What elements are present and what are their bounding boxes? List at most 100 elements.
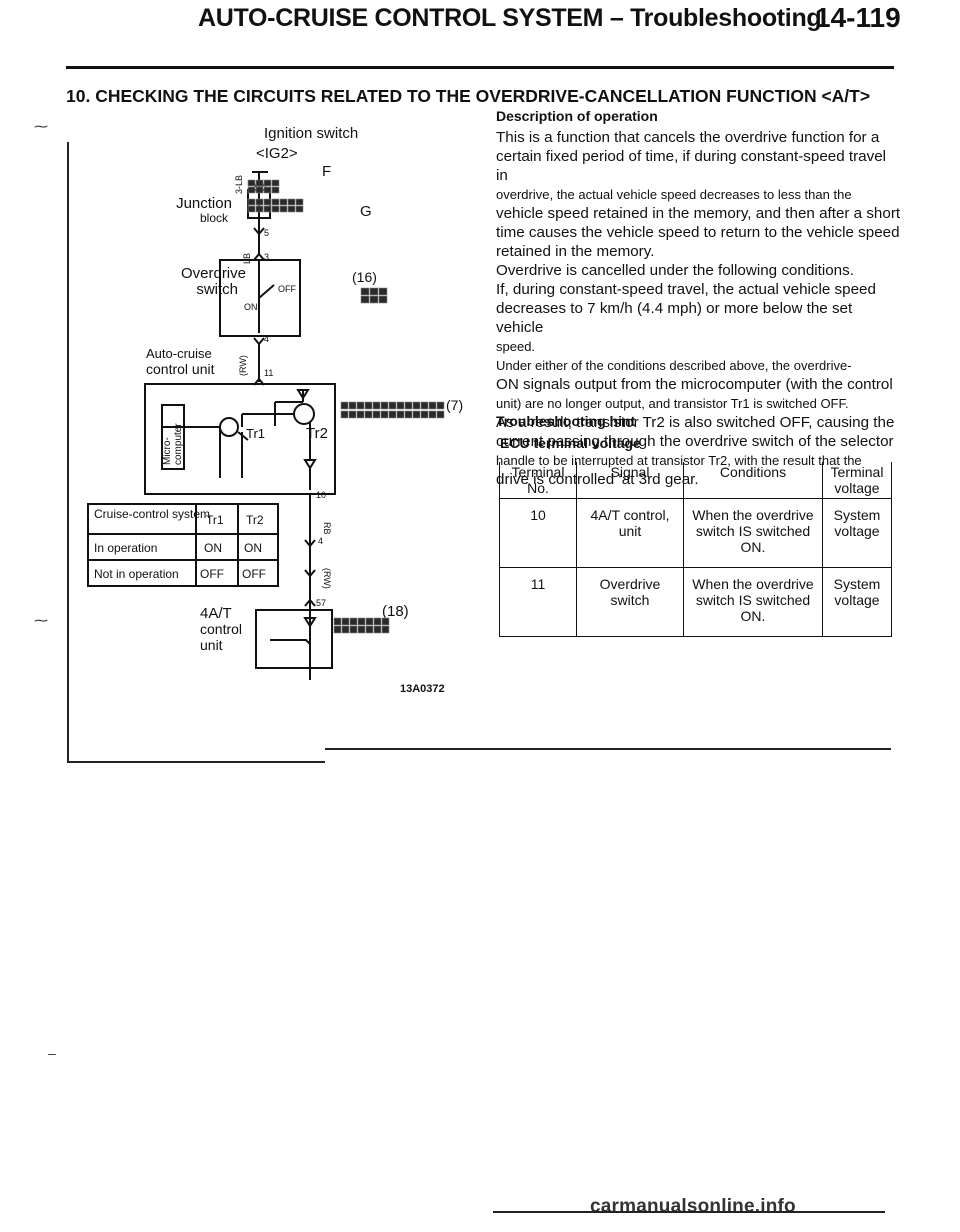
connector-letter-label: G [360,203,372,220]
ft-cell: OFF [200,567,224,581]
connector-18-icon [333,617,390,634]
connector-pin [356,410,365,419]
connector-pin [396,401,405,410]
connector-f-icon [247,179,280,194]
function-table: Cruise-control system Tr1 Tr2 In operati… [87,503,279,587]
connector-pin [247,186,256,194]
table-row: 10 4A/T control, unit When the overdrive… [499,498,892,568]
connector-pin [340,401,349,410]
wire-color-label: LB [242,253,252,264]
scan-mark: – [48,1045,56,1061]
ig2-label: <IG2> [256,145,298,162]
footer-watermark-url[interactable]: carmanualsonline.info [590,1196,796,1217]
connector-pin [255,205,264,213]
drawing-code: 13A0372 [400,683,445,695]
connector-pin [295,198,304,206]
wire-color-label: (RW) [238,355,248,376]
table-cell: 4A/T control, unit [576,498,684,568]
wire-color-label: RB [322,522,332,535]
connector-pin [380,401,389,410]
connector-pin [378,287,388,296]
connector-pin [373,625,382,634]
connector-pin [365,625,374,634]
table-header-cell: Conditions [683,462,823,499]
ft-cell: In operation [94,541,157,555]
connector-pin [360,295,370,304]
troubleshooting-hint-heading: Troubleshooting hint [496,413,636,429]
connector-pin [271,205,280,213]
page-header-title: AUTO-CRUISE CONTROL SYSTEM – Troubleshoo… [198,4,822,32]
overdrive-label: Overdrive [181,265,246,282]
connector-pin [340,410,349,419]
scan-mark: ⁓ [34,612,48,628]
connector-pin [372,410,381,419]
connector-pin [255,198,264,206]
pin-label: 10 [316,490,326,500]
connector-pin [349,617,358,626]
connector-7b-icon [340,410,445,419]
connector-pin [436,410,445,419]
connector-pin [396,410,405,419]
connector-pin [255,186,264,194]
connector-pin [263,198,272,206]
connector-pin [369,295,379,304]
footer-rule [493,1211,885,1213]
connector-16-icon [360,287,388,304]
connector-pin [279,205,288,213]
connector-pin [381,625,390,634]
connector-pin [360,287,370,296]
connector-pin [373,617,382,626]
connector-letter-label: F [322,163,331,180]
bottom-rule-left [67,761,325,763]
transistor-tr2-label: Tr2 [306,425,328,442]
description-paragraph: If, during constant-speed travel, the ac… [496,281,876,336]
table-cell: Overdrive switch [576,567,684,637]
connector-pin [364,401,373,410]
description-paragraph: overdrive, the actual vehicle speed decr… [496,187,852,202]
bottom-rule-right [325,748,891,750]
connector-pin [247,198,256,206]
ft-header-system: Cruise-control system [94,507,210,521]
description-paragraph: unit) are no longer output, and transist… [496,396,849,411]
pin-label: 5 [264,228,269,238]
header-rule [66,66,894,69]
ecu-voltage-heading: ECU terminal voltage [500,435,641,451]
on-label: ON [244,302,258,312]
section-title: 10. CHECKING THE CIRCUITS RELATED TO THE… [66,86,871,106]
connector-pin [263,186,272,194]
table-cell: System voltage [822,567,892,637]
scan-mark: ⁓ [34,118,48,134]
connector-pin [412,401,421,410]
connector-pin [428,401,437,410]
connector-g-icon [247,198,304,213]
connector-pin [333,617,342,626]
connector-pin [372,401,381,410]
connector-pin [247,205,256,213]
page-number: 14-119 [815,2,901,33]
table-cell: When the overdrive switch IS switched ON… [683,498,823,568]
connector-pin [349,625,358,634]
connector-pin [287,205,296,213]
connector-pin [428,410,437,419]
ft-header-tr2: Tr2 [246,513,264,527]
table-header-cell: Terminal No. [499,462,577,499]
ft-cell: OFF [242,567,266,581]
connector-pin [295,205,304,213]
connector-pin [388,401,397,410]
ft-cell: Not in operation [94,567,179,581]
pin-label: 4 [318,536,323,546]
connector-pin [287,198,296,206]
junction-label: Junction [176,195,232,212]
connector-pin [357,625,366,634]
table-cell: 11 [499,567,577,637]
connector-pin [412,410,421,419]
control-unit-label: control unit [146,361,215,377]
connector-pin [356,401,365,410]
connector-pin [341,625,350,634]
connector-pin [404,410,413,419]
table-row: 11 Overdrive switch When the overdrive s… [499,567,892,637]
description-paragraph: This is a function that cancels the over… [496,129,887,184]
table-header-cell: Signal [576,462,684,499]
auto-cruise-label: Auto-cruise [146,346,212,361]
description-paragraph: ON signals output from the microcomputer… [496,376,893,393]
